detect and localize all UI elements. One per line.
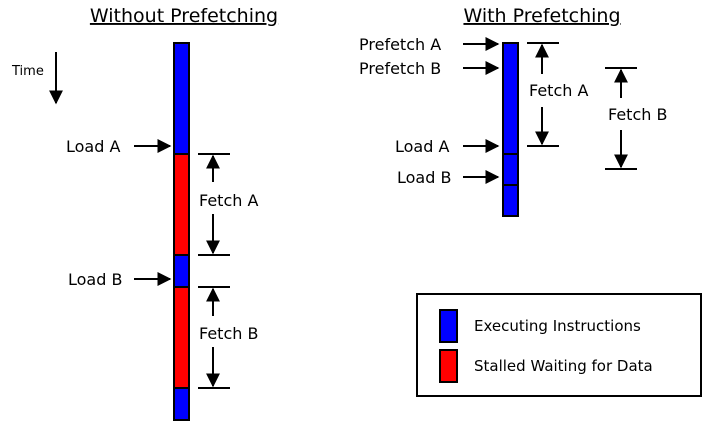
right-fetch-b-span (605, 67, 637, 170)
right-prefetch-b-label: Prefetch B (359, 59, 441, 78)
right-fetch-a-span (527, 42, 559, 147)
left-fetch-b-span (198, 286, 230, 389)
legend-stalled-label: Stalled Waiting for Data (474, 357, 653, 375)
left-fetch-a-span (198, 153, 230, 256)
legend-executing-label: Executing Instructions (474, 317, 641, 335)
stall-segment-a (173, 153, 190, 256)
right-fetch-a-label: Fetch A (529, 81, 588, 100)
exec-segment-3 (173, 387, 190, 421)
title-without-prefetching: Without Prefetching (90, 5, 278, 27)
right-load-a-label: Load A (395, 137, 449, 156)
legend-box (416, 293, 702, 397)
left-load-b-label: Load B (68, 270, 122, 289)
exec-segment-2 (173, 254, 190, 288)
legend: Executing Instructions Stalled Waiting f… (416, 293, 702, 397)
exec-segment-r2 (502, 153, 519, 186)
stall-segment-b (173, 286, 190, 389)
time-label: Time (11, 64, 44, 79)
right-load-b-label: Load B (397, 168, 451, 187)
legend-executing-swatch (439, 309, 458, 343)
left-fetch-a-label: Fetch A (199, 191, 258, 210)
exec-segment-r3 (502, 184, 519, 217)
title-with-prefetching: With Prefetching (463, 5, 620, 27)
exec-segment-r1 (502, 42, 519, 155)
left-fetch-b-label: Fetch B (199, 324, 258, 343)
timeline-with-prefetching (502, 42, 519, 217)
timeline-without-prefetching (173, 42, 190, 421)
right-fetch-b-label: Fetch B (608, 105, 667, 124)
exec-segment-1 (173, 42, 190, 155)
left-load-a-label: Load A (66, 137, 120, 156)
right-prefetch-a-label: Prefetch A (359, 35, 441, 54)
legend-stalled-swatch (439, 349, 458, 383)
